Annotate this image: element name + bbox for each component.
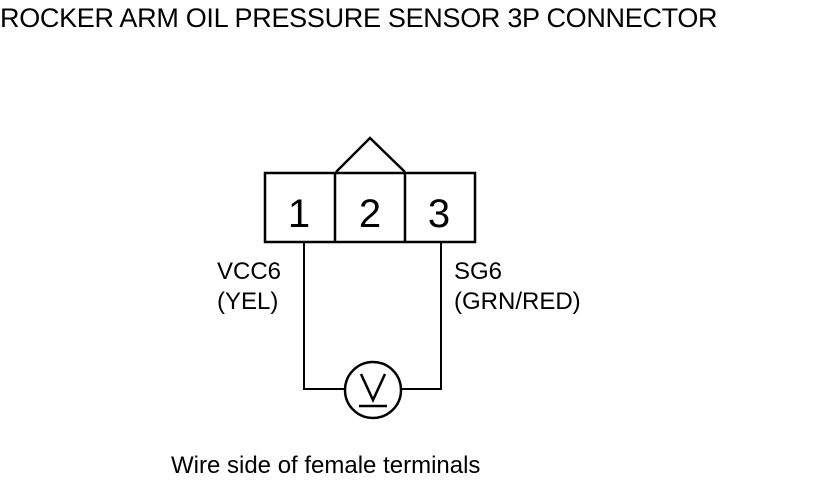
- terminal-1-number: 1: [288, 192, 310, 236]
- right-test-lead: [401, 242, 442, 390]
- connector-body: [263, 171, 477, 244]
- left-test-lead: [303, 242, 345, 390]
- right-wire-signal-label: SG6: [454, 258, 503, 285]
- right-wire-color-label: (GRN/RED): [454, 288, 581, 315]
- left-wire-signal-label: VCC6: [217, 258, 282, 285]
- diagram-title: ROCKER ARM OIL PRESSURE SENSOR 3P CONNEC…: [0, 3, 718, 33]
- connector-lock-tab: [335, 136, 406, 173]
- voltmeter-icon: [343, 360, 403, 420]
- diagram-caption: Wire side of female terminals: [171, 452, 481, 479]
- terminal-2-number: 2: [359, 192, 381, 236]
- terminal-3-number: 3: [428, 192, 450, 236]
- left-wire-color-label: (YEL): [217, 288, 279, 315]
